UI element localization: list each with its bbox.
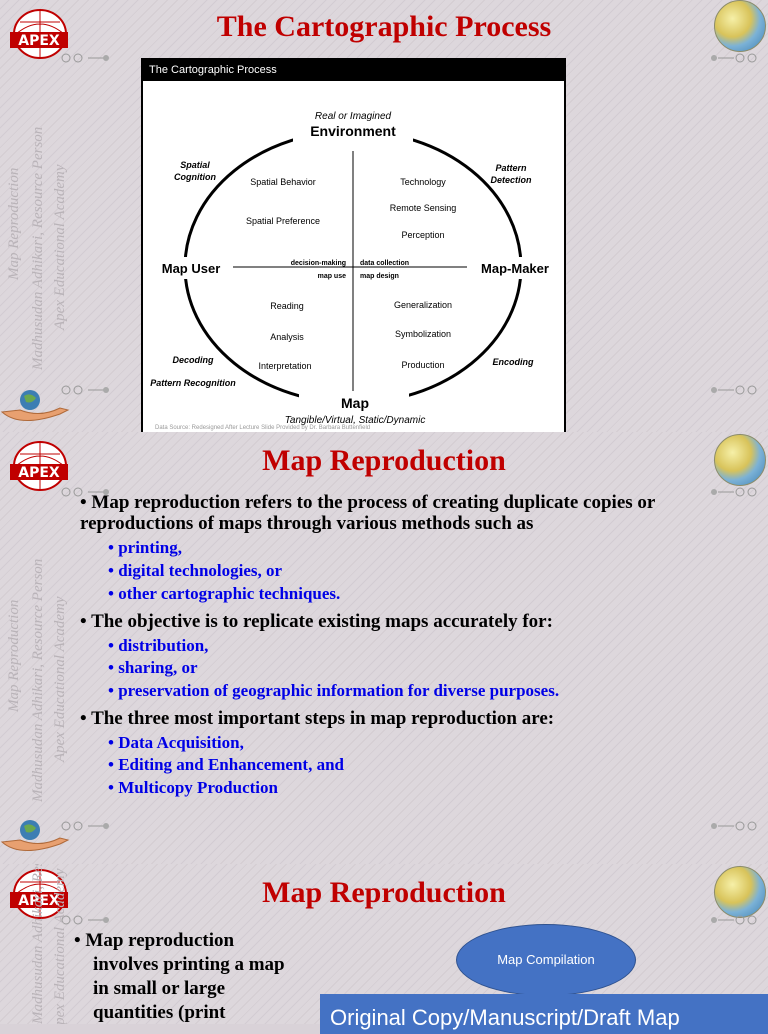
chain-decoration [61,821,109,831]
chain-decoration [61,915,109,925]
chain-decoration [711,915,757,925]
q4-item: Production [401,360,444,370]
map-compilation-node: Map Compilation [456,924,636,996]
decision-making-label: decision-making [291,260,346,267]
sub-bullet: • Multicopy Production [108,778,278,797]
bullet-1-line: in small or large [93,978,226,999]
map-use-label: map use [318,273,347,280]
svg-text:APEX: APEX [18,33,60,49]
globe-icon [714,866,766,918]
bottom-sub-label: Tangible/Virtual, Static/Dynamic [285,415,426,426]
q3-item: Reading [270,301,304,311]
cartographic-cycle: Real or Imagined Environment Map User Ma… [149,111,559,431]
bullet-1-line: involves printing a map [93,954,285,975]
slide-title: The Cartographic Process [216,10,552,43]
detection-label: Detection [490,175,532,185]
chain-decoration [711,487,757,497]
spatial-label: Spatial [180,160,210,170]
q3-item: Interpretation [258,361,311,371]
chain-decoration [711,385,757,395]
bullet-3: • The three most important steps in map … [80,708,555,729]
hand-globe-icon [0,820,70,851]
map-label: Map [341,395,369,411]
sub-bullet: • distribution, [108,636,209,655]
cartographic-diagram: The Cartographic Process Real or Imagine… [141,58,566,432]
environment-label: Environment [310,123,396,139]
sub-bullet: • preservation of geographic information… [108,681,560,700]
globe-icon [714,434,766,486]
watermark-name: Madhusudan Adhikari, Resource Person [30,126,46,370]
decoding-label: Decoding [172,355,214,365]
cognition-label: Cognition [174,172,216,182]
slide-2: APEX Map Reproduction Madhusudan Adhikar… [0,432,768,864]
chain-decoration [61,53,109,63]
bullet-1-line: quantities (print [93,1002,226,1023]
diagram-header: The Cartographic Process [143,60,564,81]
watermark-academy: Apex Educational Academy [52,596,68,763]
watermark-name: Madhusudan Adhikari, Resource Person [30,558,46,802]
slide-title: Map Reproduction [262,876,506,909]
bullet-1: • Map reproduction [74,930,235,951]
watermark-topic: Map Reproduction [6,599,22,712]
q1-item: Spatial Preference [246,216,320,226]
watermark-academy: Apex Educational Academy [52,164,68,331]
watermark-topic: Map Reproduction [6,167,22,280]
watermark-academy: Apex Educational Academy [52,868,68,1025]
chain-decoration [61,487,109,497]
q3-item: Analysis [270,332,304,342]
pattern-recognition-label: Pattern Recognition [150,378,236,388]
q2-item: Remote Sensing [390,203,457,213]
map-maker-label: Map-Maker [481,261,549,276]
q4-item: Symbolization [395,329,451,339]
svg-text:APEX: APEX [18,893,60,909]
globe-icon [714,0,766,52]
bullet-2: • The objective is to replicate existing… [80,611,553,632]
q2-item: Technology [400,177,446,187]
sub-bullet: • other cartographic techniques. [108,584,341,603]
slide-title: Map Reproduction [262,444,506,477]
data-source-note: Data Source: Redesigned After Lecture Sl… [155,425,370,431]
data-collection-label: data collection [360,260,409,267]
q4-item: Generalization [394,300,452,310]
map-design-label: map design [360,273,399,280]
sub-bullet: • sharing, or [108,658,198,677]
chain-decoration [61,385,109,395]
encoding-label: Encoding [493,357,534,367]
chain-decoration [711,53,757,63]
chain-decoration [711,821,757,831]
q1-item: Spatial Behavior [250,177,316,187]
hand-globe-icon [0,390,70,421]
pattern-label: Pattern [495,163,527,173]
top-sub-label: Real or Imagined [315,111,392,122]
sub-bullet: • Data Acquisition, [108,733,244,752]
slide-1: APEX The Cartographic Process Madhusudan… [0,0,768,432]
q2-item: Perception [401,230,444,240]
apex-logo: APEX [10,869,68,919]
svg-text:APEX: APEX [18,465,60,481]
map-user-label: Map User [162,261,221,276]
sub-bullet: • Editing and Enhancement, and [108,755,344,774]
sub-bullet: • printing, [108,538,182,557]
bullet-1: • Map reproduction refers to the process… [80,492,656,534]
original-copy-node: Original Copy/Manuscript/Draft Map [320,994,768,1034]
sub-bullet: • digital technologies, or [108,561,283,580]
watermark-name: Madhusudan Adhikari, Resource Person [30,864,46,1024]
apex-logo: APEX [10,9,68,59]
apex-logo: APEX [10,441,68,491]
